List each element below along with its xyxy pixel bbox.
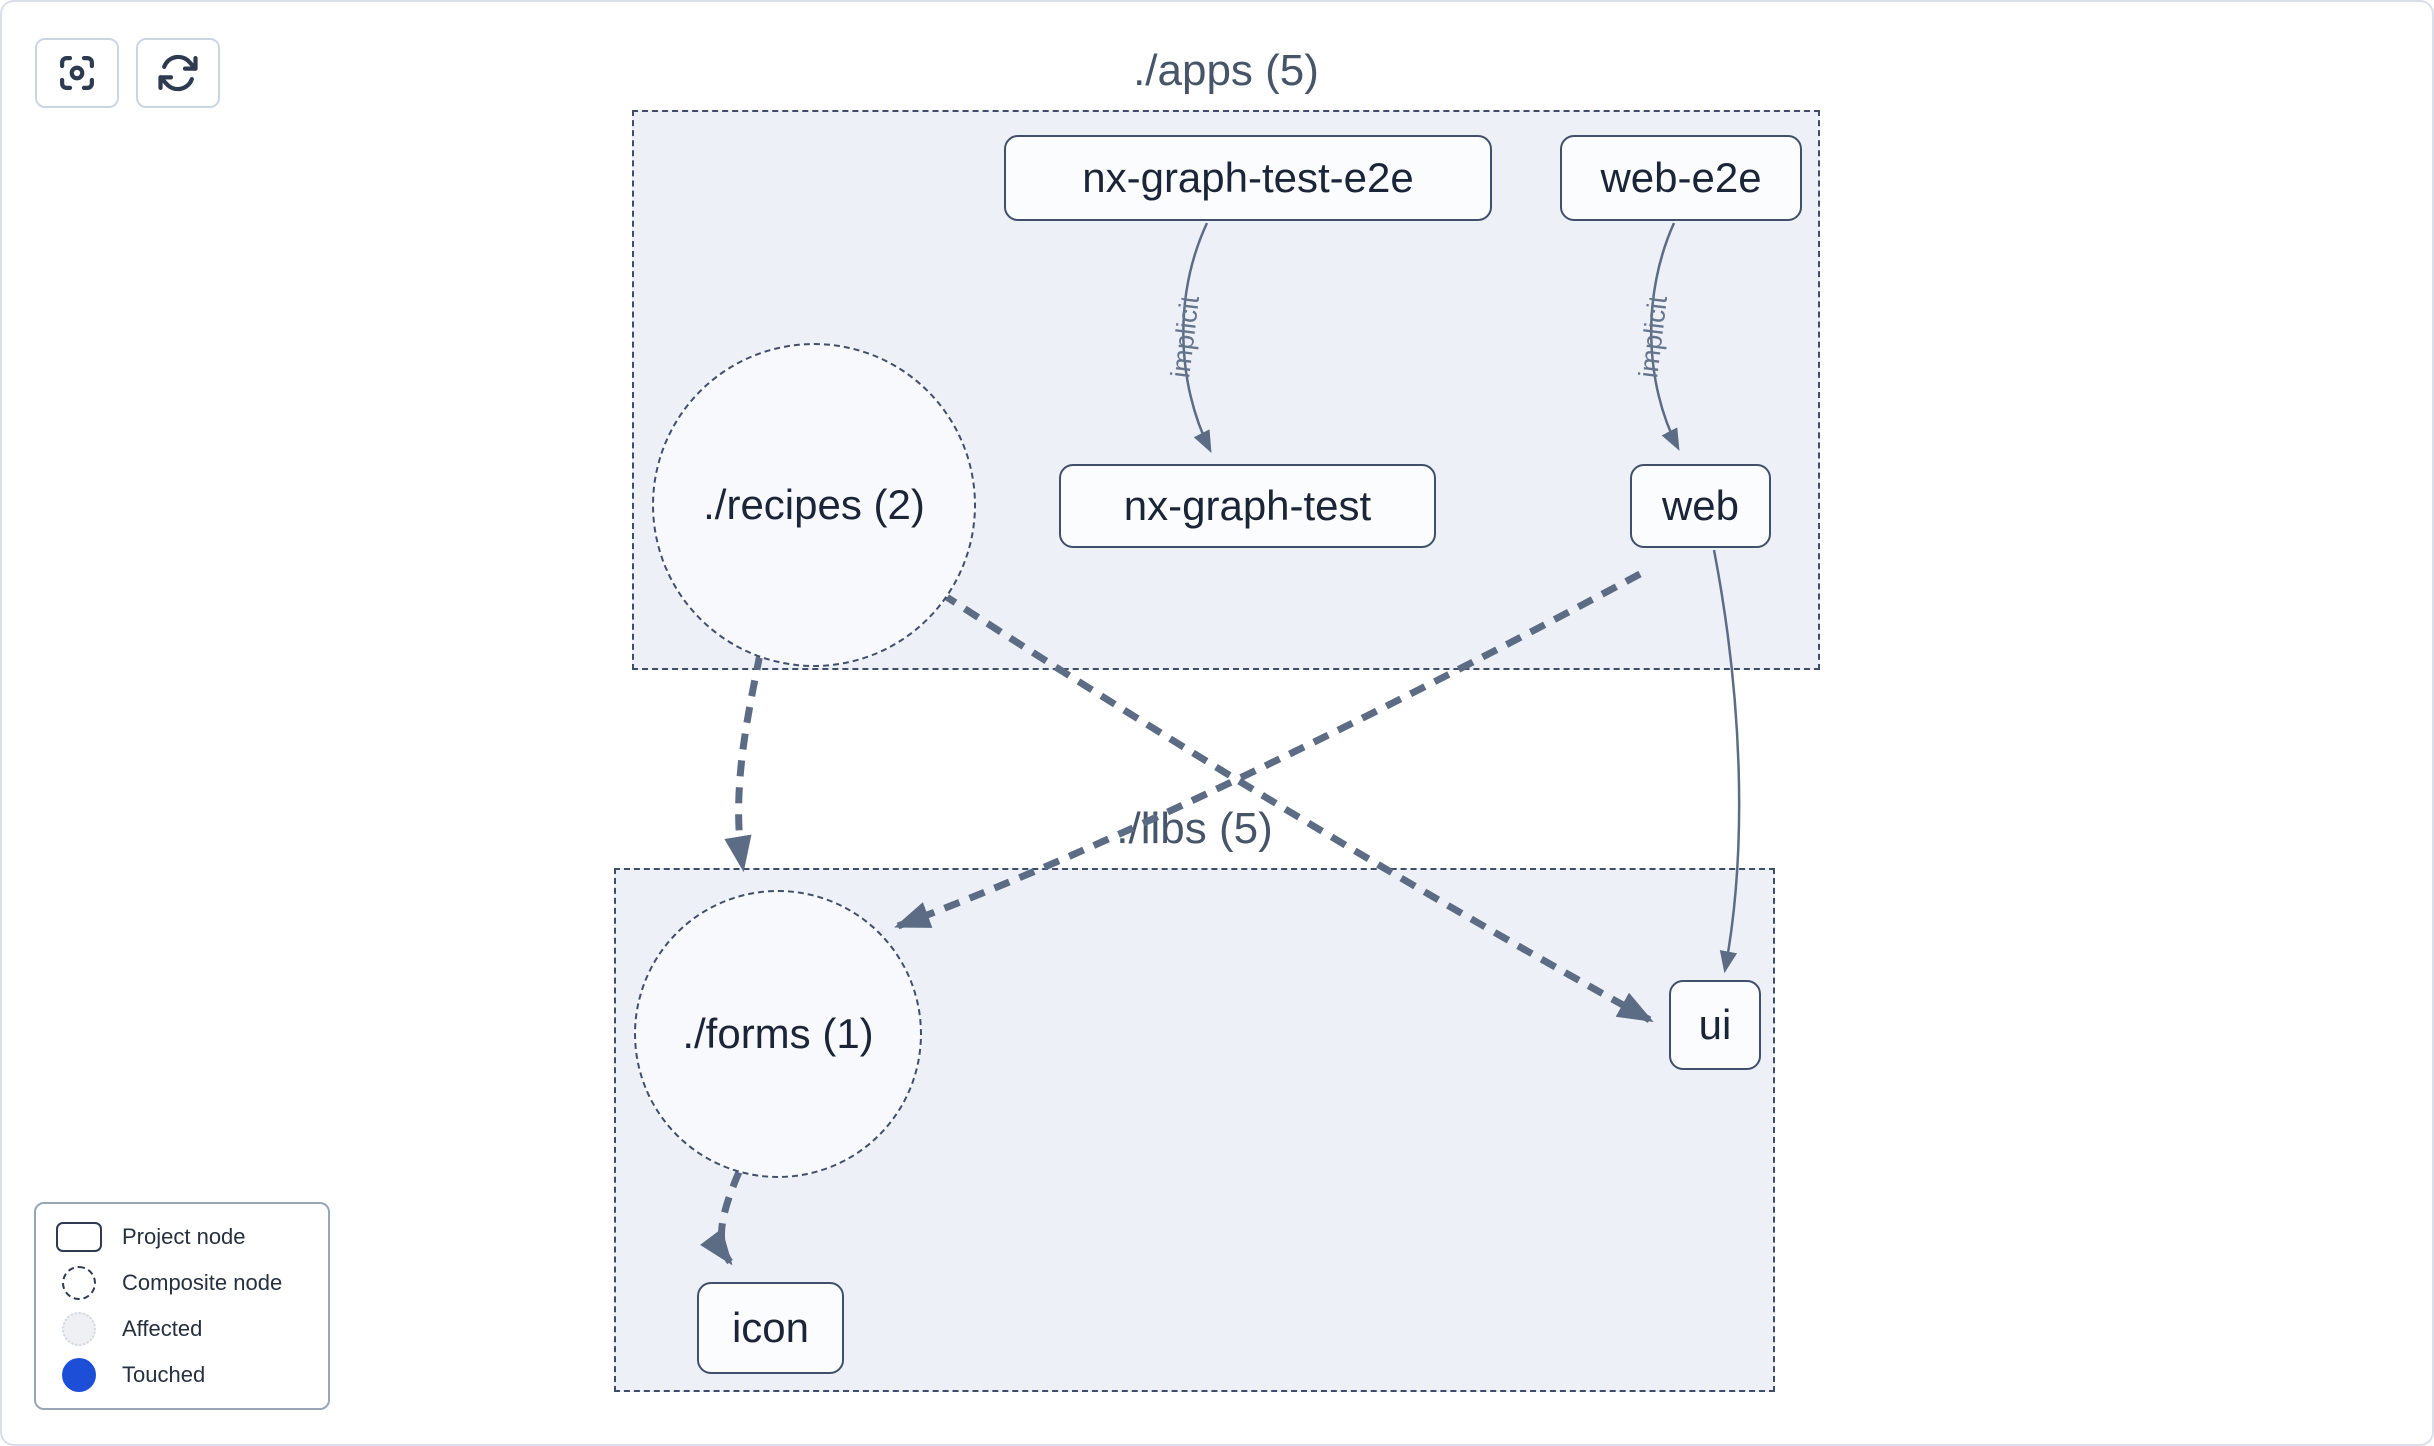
affected-symbol [62,1312,96,1346]
refresh-icon [158,54,198,92]
composite-node-recipes[interactable]: ./recipes (2) [652,343,976,667]
node-nx-graph-test-e2e[interactable]: nx-graph-test-e2e [1004,135,1492,221]
legend-item-affected: Affected [36,1307,328,1351]
edge-recipes-to-forms[interactable] [724,653,764,873]
edge-web-e2e-to-web[interactable] [1650,222,1680,451]
edge-label-implicit-1: implicit [1165,294,1205,380]
edge-nx-graph-test-e2e-to-nx-graph-test[interactable] [1182,222,1212,453]
legend: Project node Composite node Affected Tou… [34,1202,330,1410]
edge-label-implicit-2: implicit [1633,294,1673,380]
project-node-symbol [56,1222,102,1252]
node-nx-graph-test[interactable]: nx-graph-test [1059,464,1436,548]
legend-item-composite-node: Composite node [36,1261,328,1305]
edge-forms-to-icon[interactable] [700,1170,743,1266]
edge-web-to-forms[interactable] [894,570,1642,930]
focus-target-icon [60,56,94,90]
node-ui[interactable]: ui [1669,980,1761,1070]
composite-node-symbol [62,1266,96,1300]
refresh-button[interactable] [136,38,220,108]
legend-item-project-node: Project node [36,1215,328,1259]
touched-symbol [62,1358,96,1392]
legend-label: Project node [122,1224,246,1249]
node-icon[interactable]: icon [697,1282,844,1374]
legend-label: Touched [122,1362,206,1387]
cluster-title-apps: ./apps (5) [1133,46,1319,95]
focus-button[interactable] [35,38,119,108]
legend-label: Affected [122,1316,203,1341]
legend-label: Composite node [122,1270,283,1295]
edge-web-to-ui[interactable] [1712,549,1741,974]
composite-node-forms[interactable]: ./forms (1) [634,890,922,1178]
node-web-e2e[interactable]: web-e2e [1560,135,1802,221]
legend-item-touched: Touched [36,1353,328,1397]
toolbar [35,38,220,108]
cluster-title-libs: ./libs (5) [1116,804,1273,853]
edge-recipes-to-ui[interactable] [940,591,1654,1024]
node-web[interactable]: web [1630,464,1771,548]
